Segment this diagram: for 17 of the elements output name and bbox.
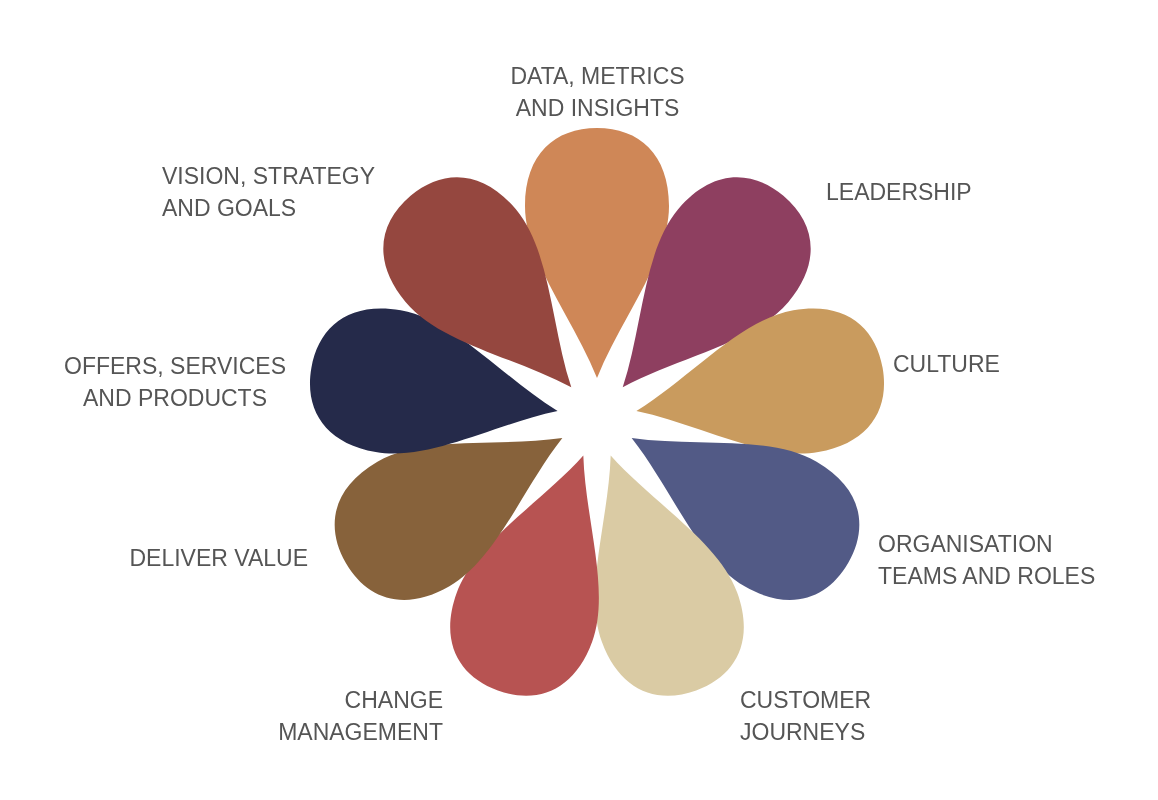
petal-label: CULTURE — [893, 350, 1001, 379]
petal-label: OFFERS, SERVICES AND PRODUCTS — [63, 352, 287, 413]
petal-label: CUSTOMER JOURNEYS — [740, 686, 873, 747]
petal-shape — [622, 177, 811, 388]
petal-label: DELIVER VALUE — [128, 544, 308, 573]
petal-shape — [450, 455, 599, 696]
petal-label: DATA, METRICS AND INSIGHTS — [509, 62, 686, 123]
petal-shape — [636, 308, 884, 454]
petal-label: LEADERSHIP — [826, 178, 973, 207]
petal-shape — [383, 177, 572, 388]
petal-shape — [310, 308, 558, 454]
petal-shape — [334, 438, 563, 600]
petal-label: CHANGE MANAGEMENT — [277, 686, 443, 747]
petal-shape — [631, 438, 860, 600]
petal-shape — [525, 128, 669, 378]
petal-label: ORGANISATION TEAMS AND ROLES — [878, 530, 1097, 591]
petal-label: VISION, STRATEGY AND GOALS — [162, 162, 376, 223]
